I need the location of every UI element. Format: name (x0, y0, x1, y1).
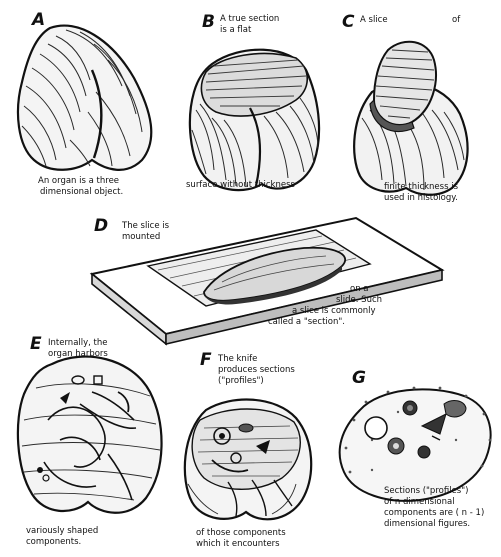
caption-c-line2: used in histology. (384, 193, 458, 204)
panel-label-a: A (32, 10, 45, 30)
caption-d-side-line3: a slice is commonly (292, 306, 376, 317)
caption-g-line3: components are ( n - 1) (384, 508, 484, 519)
caption-b-top-line1: A true section (220, 14, 279, 25)
caption-f-line1: of those components (196, 528, 286, 539)
caption-d-top-line2: mounted (122, 232, 160, 243)
panel-label-f: F (200, 350, 212, 370)
caption-c-line1: finite thickness is (384, 182, 458, 193)
caption-c-top-word2: of (452, 15, 460, 26)
organ-drawing-f (185, 400, 311, 520)
panel-label-b: B (202, 12, 215, 32)
caption-g-line4: dimensional figures. (384, 519, 470, 530)
caption-d-side-line2: slide. Such (336, 295, 382, 306)
caption-b-bottom: surface without thickness (186, 180, 295, 191)
panel-label-c: C (342, 12, 354, 32)
caption-b-top-line2: is a flat (220, 25, 251, 36)
caption-e-top-line2: organ harbors (48, 349, 108, 360)
organ-drawing-e (18, 357, 162, 513)
panel-label-g: G (352, 368, 366, 388)
caption-a-line1: An organ is a three (38, 176, 119, 187)
caption-f-line2: which it encounters (196, 539, 280, 550)
caption-c-top-word1: A slice (360, 15, 388, 26)
caption-g-line1: Sections ("profiles") (384, 486, 468, 497)
panel-label-d: D (94, 216, 108, 236)
caption-g-line2: of n dimensional (384, 497, 455, 508)
section-drawing-g (340, 387, 492, 501)
organ-drawing-a (18, 26, 151, 170)
caption-e-line2: components. (26, 537, 81, 548)
organ-drawing-b (190, 50, 319, 190)
caption-d-side-line4: called a "section". (268, 317, 345, 328)
caption-d-top-line1: The slice is (122, 221, 169, 232)
panel-label-e: E (30, 334, 42, 354)
caption-e-line1: variously shaped (26, 526, 98, 537)
caption-f-top-line3: ("profiles") (218, 376, 264, 387)
caption-e-top-line1: Internally, the (48, 338, 108, 349)
caption-d-side-line1: on a (350, 284, 369, 295)
caption-f-top-line2: produces sections (218, 365, 295, 376)
caption-a-line2: dimensional object. (40, 187, 123, 198)
caption-f-top-line1: The knife (218, 354, 257, 365)
organ-drawing-c (354, 42, 467, 195)
